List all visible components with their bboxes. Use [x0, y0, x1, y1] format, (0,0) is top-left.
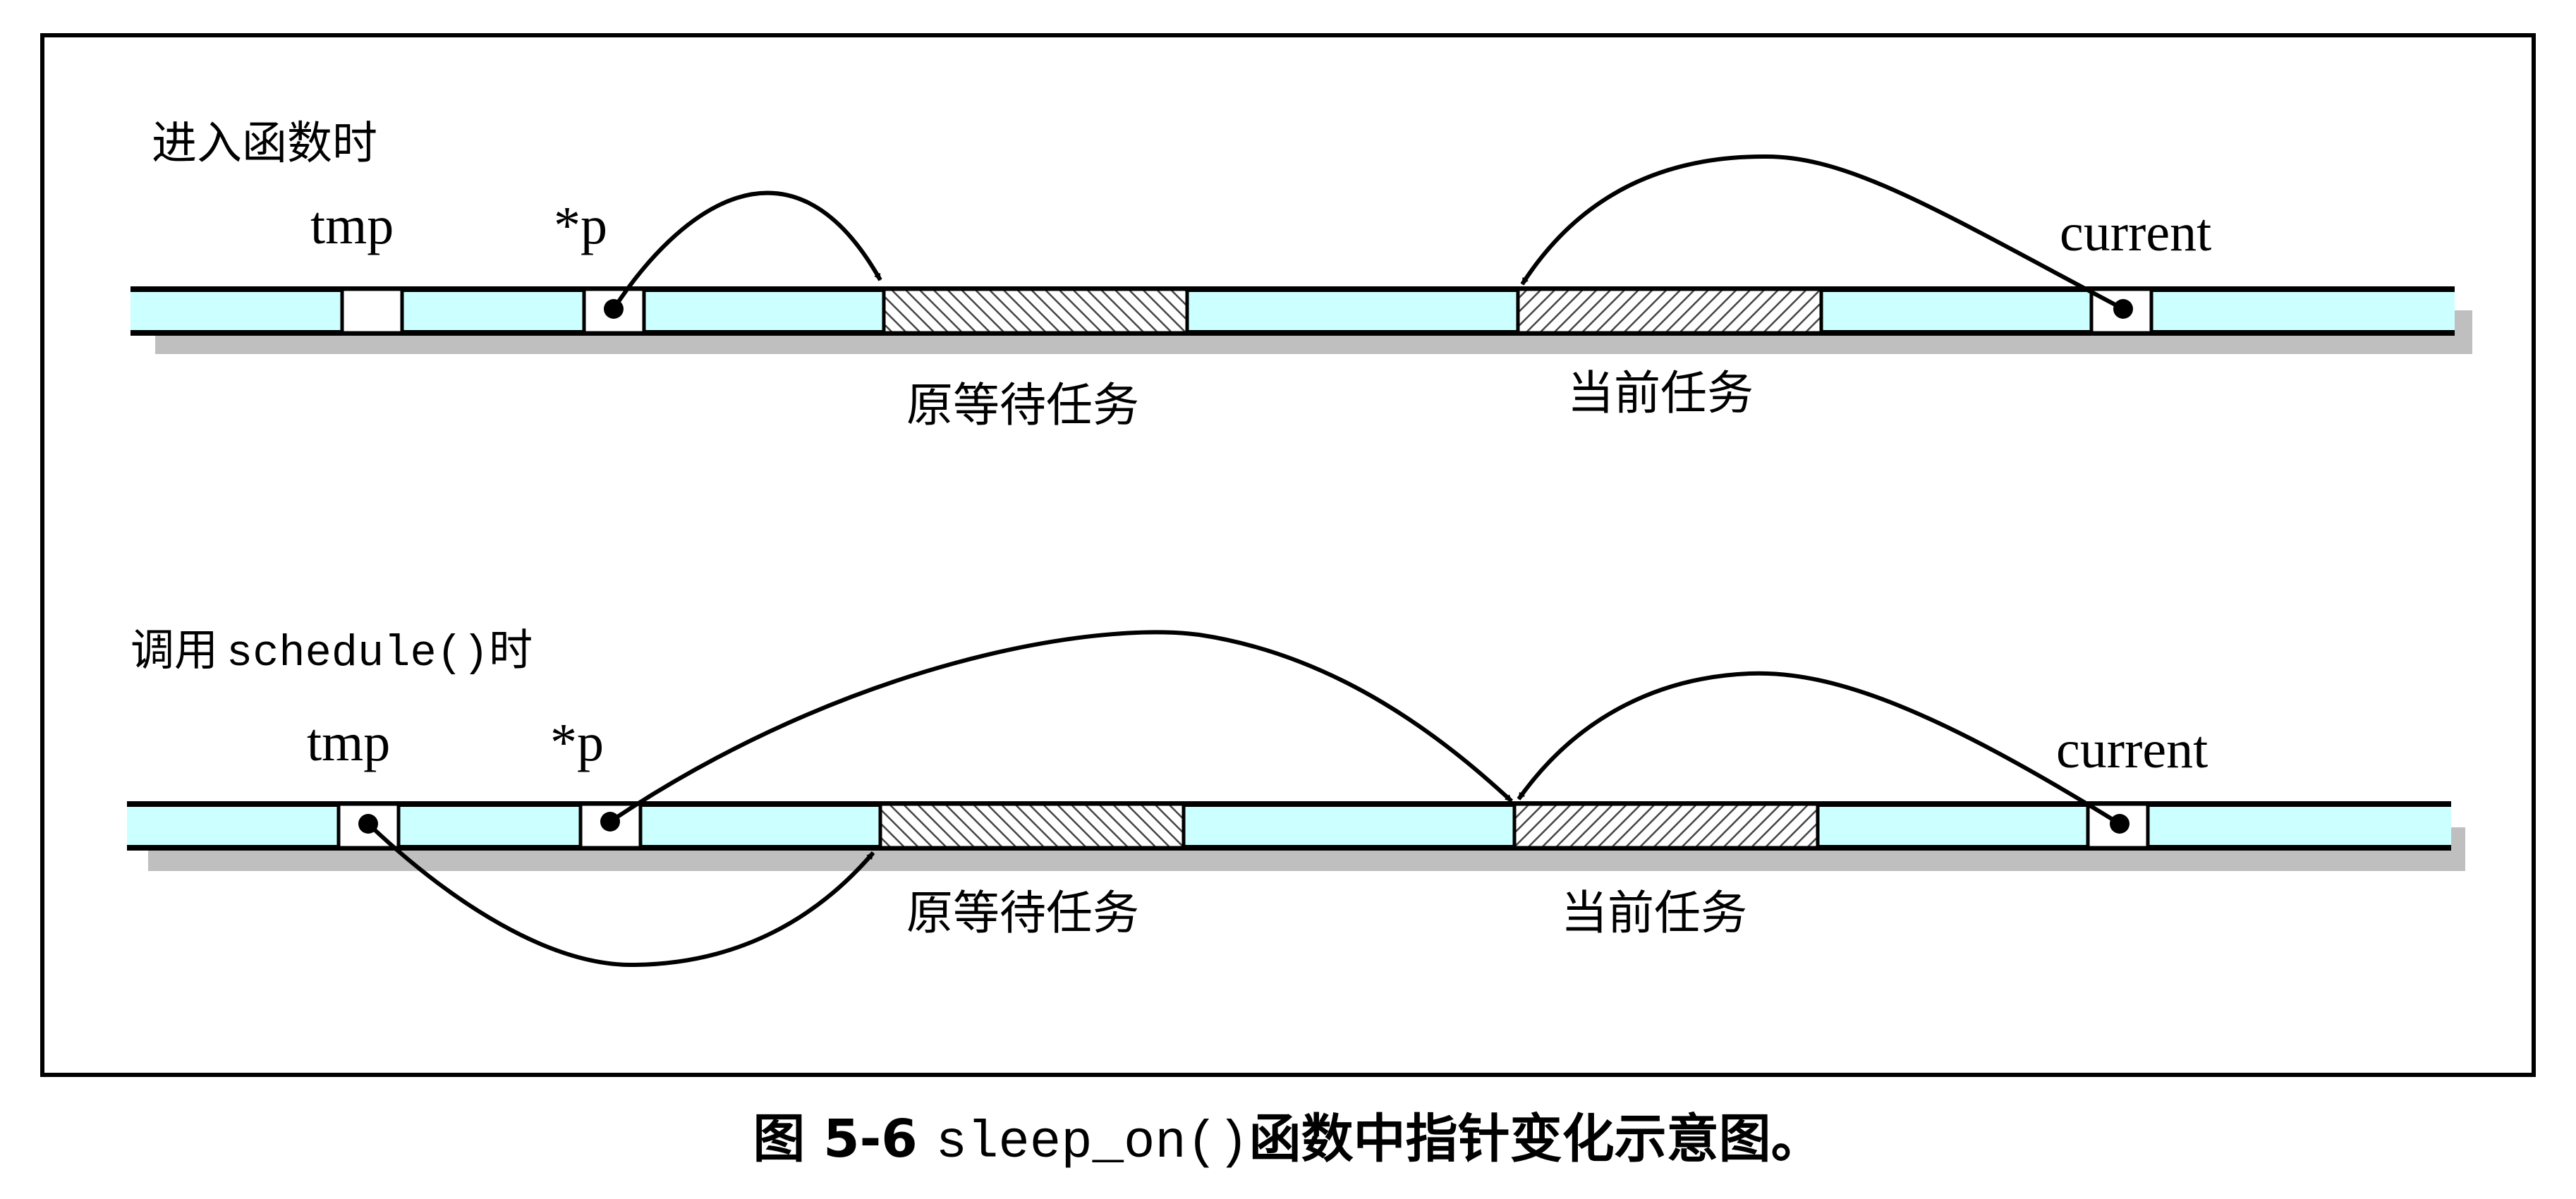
current-label: current [2060, 203, 2211, 262]
tmp-cell [340, 287, 404, 335]
current-to-current-task-arrow [1520, 154, 2125, 311]
current-to-current-task-arrow [1517, 671, 2121, 826]
figure-caption: 图 5-6 sleep_on()函数中指针变化示意图。 [753, 1109, 1823, 1173]
p-label: *p [554, 196, 607, 255]
current-task-block [1516, 287, 1823, 335]
current-task-label: 当前任务 [1561, 886, 1747, 940]
memory-bar [130, 289, 2455, 333]
panel-heading-code: schedule() [226, 628, 489, 678]
current-task-block [1512, 802, 1820, 850]
tmp-to-waiting-task-arrow [366, 822, 875, 968]
caption-code: sleep_on() [936, 1114, 1249, 1173]
panel-heading: 进入函数时 [152, 118, 377, 170]
panel-entering-function: 进入函数时 tmp *p 原等待任务 当前任务 current [130, 118, 2472, 432]
p-to-waiting-task-arrow [612, 190, 882, 310]
waiting-task-block [878, 802, 1186, 850]
tmp-label: tmp [307, 713, 390, 772]
current-label: current [2056, 720, 2208, 779]
caption-prefix: 图 5-6 [753, 1109, 935, 1169]
tmp-label: tmp [310, 196, 394, 255]
p-label: *p [550, 713, 604, 772]
memory-bar [127, 804, 2451, 848]
current-task-label: 当前任务 [1567, 366, 1754, 420]
panel-heading-prefix: 调用 [130, 624, 218, 676]
panel-heading-suffix: 时 [489, 624, 533, 676]
waiting-task-block [882, 287, 1189, 335]
waiting-task-label: 原等待任务 [906, 378, 1139, 432]
caption-suffix: 函数中指针变化示意图。 [1249, 1109, 1823, 1169]
waiting-task-label: 原等待任务 [906, 886, 1139, 940]
p-to-current-task-arrow [609, 630, 1514, 824]
diagram-frame [40, 33, 2536, 1077]
